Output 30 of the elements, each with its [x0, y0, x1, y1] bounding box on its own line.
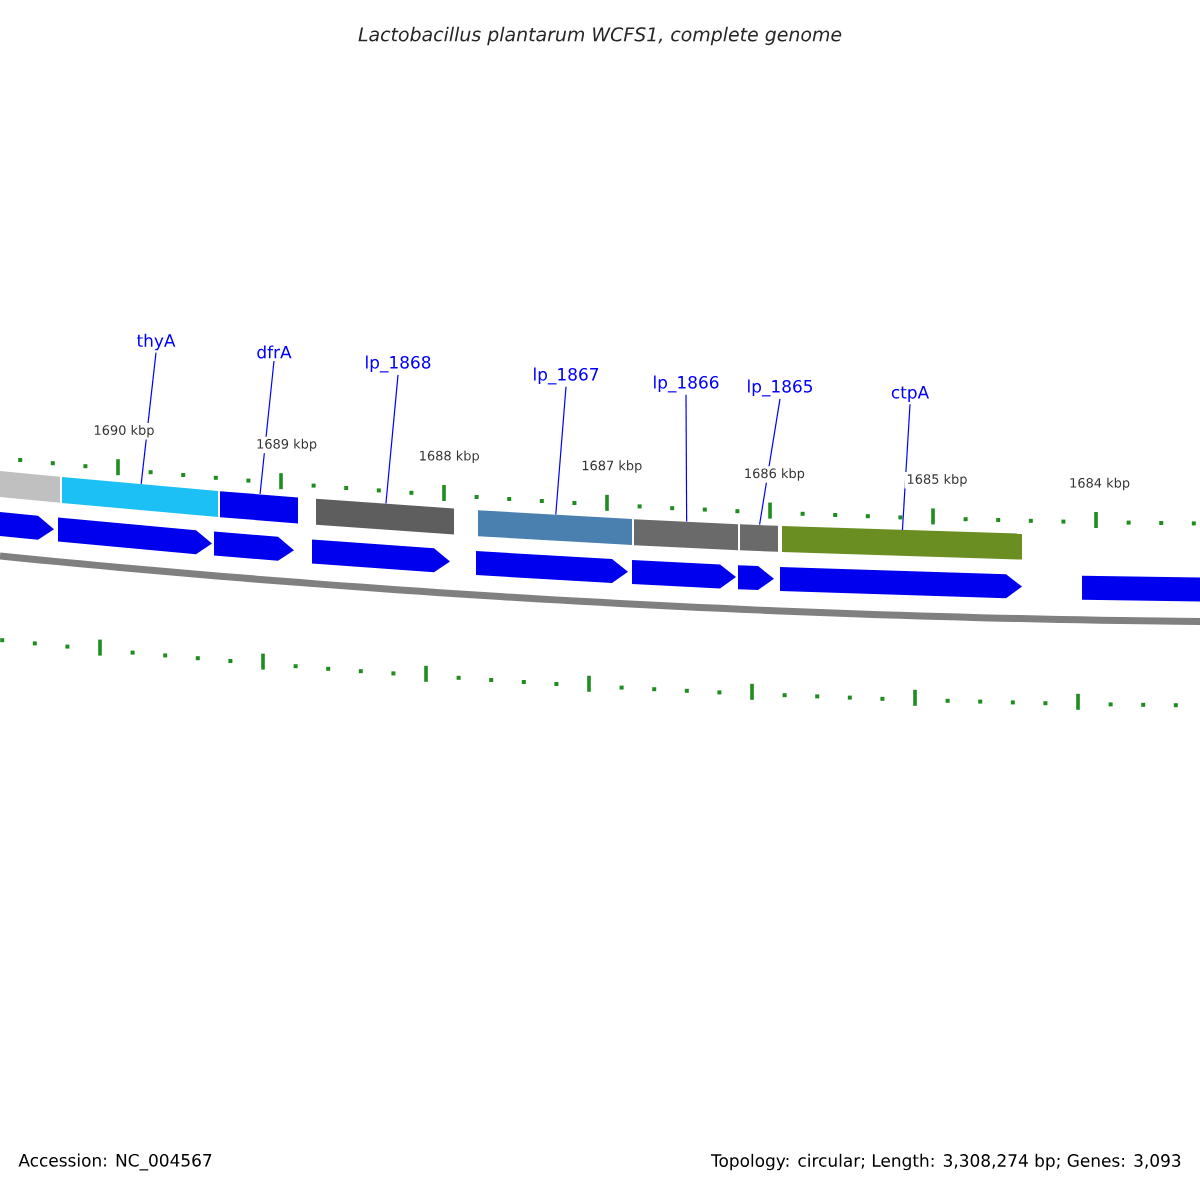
gene-label: lp_1867	[534, 367, 599, 385]
gene-feature	[738, 565, 774, 590]
title: Lactobacillus plantarum WCFS1, complete genome	[358, 26, 842, 46]
gene-label: lp_1866	[654, 375, 719, 393]
gene-label: dfrA	[257, 345, 292, 359]
feature-bar	[62, 477, 218, 517]
feature-bar	[740, 524, 778, 552]
gene-feature	[214, 531, 294, 561]
gene-label: ctpA	[891, 386, 929, 402]
feature-bar	[316, 498, 454, 535]
feature-bar	[220, 491, 298, 524]
genome-summary: Topology: circular; Length: 3,308,274 bp; Genes: 3,093	[710, 1153, 1181, 1171]
leader-line	[555, 386, 567, 516]
leader-line	[685, 394, 688, 522]
gene-bar	[1082, 575, 1200, 602]
gene-label: lp_1868	[366, 355, 431, 373]
gene-feature	[476, 551, 628, 583]
gene-feature	[780, 567, 1022, 599]
feature-bar	[0, 471, 60, 503]
gene-label: thyA	[137, 333, 176, 351]
leader-line	[259, 360, 275, 495]
accession-text: Accession: NC_004567	[18, 1153, 212, 1171]
leader-line	[385, 374, 399, 505]
leader-line	[901, 403, 911, 531]
feature-bar	[782, 526, 1022, 560]
gene-feature	[312, 539, 450, 573]
feature-bar	[478, 510, 632, 545]
gene-feature	[0, 512, 54, 540]
gene-label: lp_1865	[748, 379, 813, 397]
leader-line	[140, 352, 157, 485]
